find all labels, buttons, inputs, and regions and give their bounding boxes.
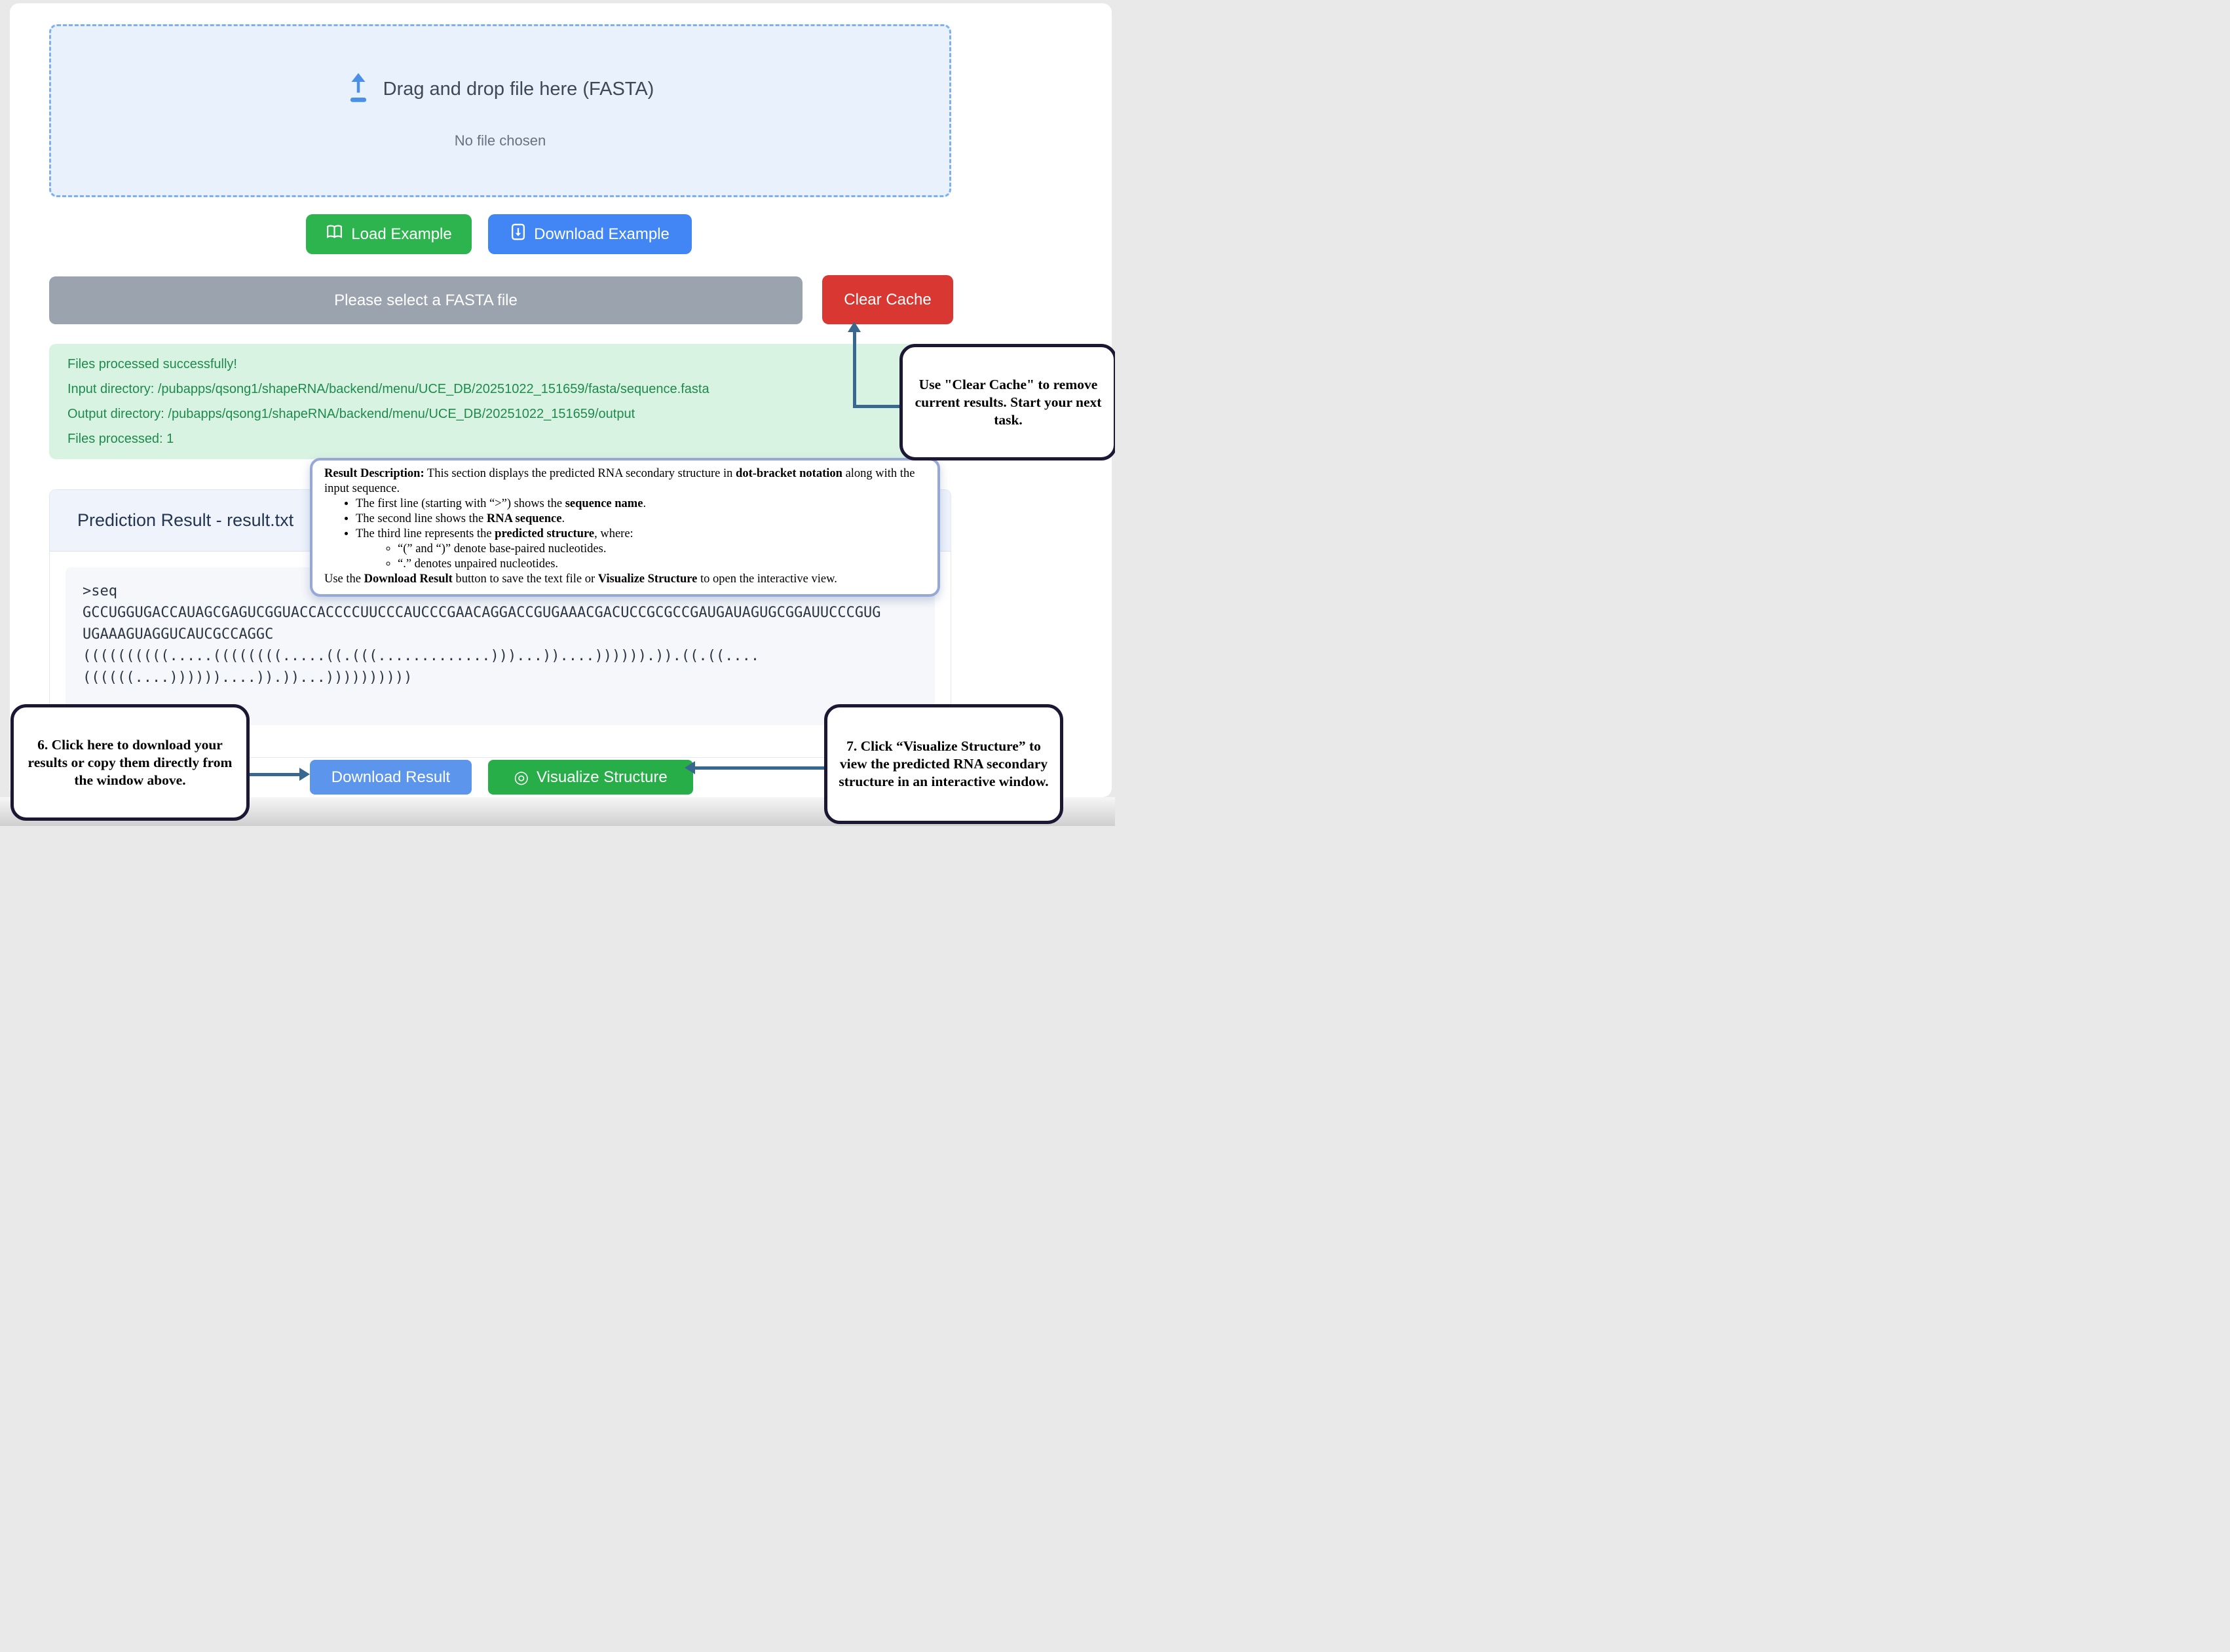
file-dropzone[interactable]: Drag and drop file here (FASTA) No file … [49,24,951,197]
description-bullet: The second line shows the RNA sequence. [356,512,922,527]
status-line: Output directory: /pubapps/qsong1/shapeR… [67,407,635,421]
status-message-box: Files processed successfully! Input dire… [49,344,951,459]
clear-cache-arrow-line [853,405,900,408]
dropzone-title: Drag and drop file here (FASTA) [383,78,654,100]
visualize-structure-label: Visualize Structure [537,768,668,786]
load-example-button[interactable]: Load Example [306,214,472,254]
clear-cache-annotation-text: Use "Clear Cache" to remove current resu… [915,376,1102,428]
result-line: ((((((((((.....((((((((.....((.(((......… [83,648,760,664]
arrow-up-head-icon [848,322,861,332]
open-book-icon [326,224,343,244]
clear-cache-arrow-line [853,331,856,408]
page: Drag and drop file here (FASTA) No file … [0,0,1115,826]
status-line: Files processed: 1 [67,432,174,446]
description-outro: Use the Download Result button to save t… [324,573,837,586]
file-download-icon [510,223,526,245]
description-bullet: The first line (starting with “>”) shows… [356,497,922,512]
download-example-button[interactable]: Download Example [488,214,692,254]
result-line: UGAAAGUAGGUCAUCGCCAGGC [83,626,274,643]
bullseye-eye-icon: ◎ [514,767,529,787]
visualize-structure-button[interactable]: ◎ Visualize Structure [488,760,693,795]
step7-annotation: 7. Click “Visualize Structure” to view t… [824,704,1063,824]
file-select-label: Please select a FASTA file [334,291,518,309]
result-line: >seq [83,583,117,599]
description-sub-bullet: “.” denotes unpaired nucleotides. [398,557,922,572]
result-description-callout: Result Description: This section display… [310,458,940,597]
status-line: Input directory: /pubapps/qsong1/shapeRN… [67,382,709,396]
step6-annotation-text: 6. Click here to download your results o… [28,736,233,788]
clear-cache-button[interactable]: Clear Cache [822,275,953,324]
upload-icon [347,73,370,106]
download-result-label: Download Result [331,768,451,786]
step7-annotation-text: 7. Click “Visualize Structure” to view t… [839,738,1049,789]
arrow-left-head-icon [685,761,695,774]
result-line: ((((((....))))))....)).))...)))))))))) [83,669,413,686]
file-select-bar[interactable]: Please select a FASTA file [49,276,803,324]
download-result-button[interactable]: Download Result [310,760,472,795]
prediction-result-title: Prediction Result - result.txt [77,510,294,530]
arrow-right-head-icon [299,768,310,781]
description-bullet: The third line represents the predicted … [356,527,922,542]
description-intro: Result Description: This section display… [324,467,915,495]
status-line: Files processed successfully! [67,357,237,371]
clear-cache-annotation: Use "Clear Cache" to remove current resu… [899,344,1115,460]
step6-arrow-line [250,773,299,776]
download-example-label: Download Example [534,225,670,243]
main-content-card: Drag and drop file here (FASTA) No file … [10,3,1115,797]
step6-annotation: 6. Click here to download your results o… [10,704,250,821]
clear-cache-label: Clear Cache [844,290,932,309]
step7-arrow-line [695,766,824,770]
load-example-label: Load Example [351,225,452,243]
description-sub-bullet: “(” and “)” denote base-paired nucleotid… [398,542,922,557]
result-line: GCCUGGUGACCAUAGCGAGUCGGUACCACCCCUUCCCAUC… [83,605,881,621]
dropzone-file-status: No file chosen [454,132,546,149]
